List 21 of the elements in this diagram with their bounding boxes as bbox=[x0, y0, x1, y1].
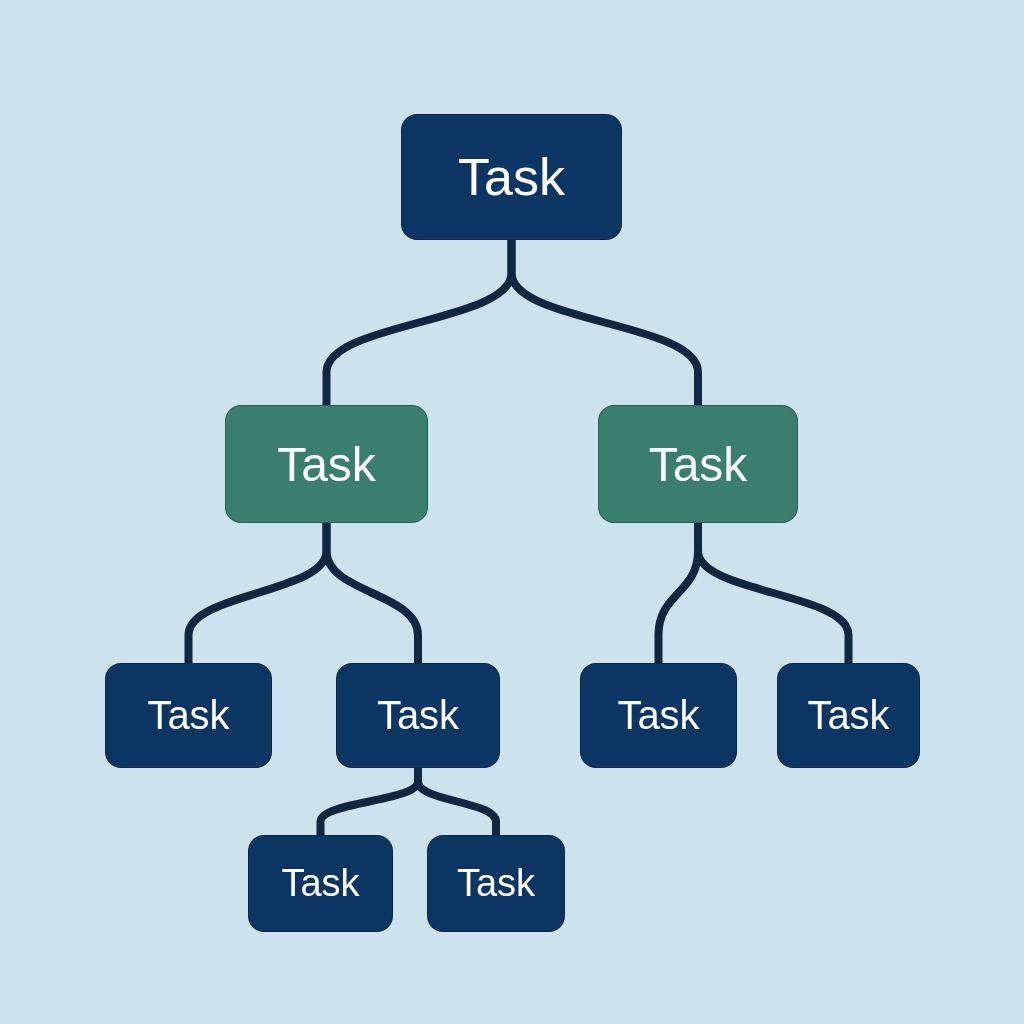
task-label: Task bbox=[147, 693, 230, 738]
task-box bbox=[777, 663, 920, 768]
task-label: Task bbox=[456, 862, 536, 905]
task-box bbox=[580, 663, 737, 768]
task-box bbox=[105, 663, 272, 768]
task-label: Task bbox=[277, 436, 376, 492]
task-label: Task bbox=[458, 147, 565, 207]
task-box bbox=[598, 405, 798, 523]
task-label: Task bbox=[376, 693, 460, 738]
task-label: Task bbox=[807, 693, 890, 738]
task-box bbox=[427, 835, 565, 932]
task-box bbox=[225, 405, 428, 523]
connector-line bbox=[322, 523, 422, 663]
task-label: Task bbox=[281, 862, 360, 905]
connector-line bbox=[694, 523, 853, 663]
task-label: Task bbox=[648, 436, 748, 492]
task-box bbox=[336, 663, 500, 768]
task-label: Task bbox=[617, 693, 700, 738]
task-box bbox=[401, 114, 622, 240]
task-box bbox=[248, 835, 393, 932]
connector-line bbox=[507, 240, 702, 405]
